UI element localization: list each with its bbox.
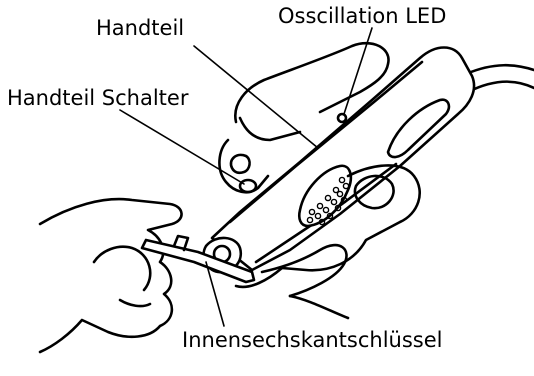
label-handteil-schalter: Handteil Schalter	[7, 88, 188, 109]
label-handteil: Handteil	[96, 18, 184, 39]
cable	[468, 82, 534, 92]
left-hand-thumb	[94, 247, 150, 290]
handpiece-body	[212, 48, 474, 271]
oscillation-led-dot	[338, 114, 346, 122]
leader-line-schalter	[120, 110, 244, 184]
label-oscillation-led: Osscillation LED	[278, 6, 446, 27]
leader-line-led	[344, 28, 372, 114]
cable-inner	[466, 65, 534, 74]
right-hand-finger-3	[290, 296, 348, 318]
left-hand	[40, 199, 182, 352]
upper-hand-fingernail	[231, 155, 250, 173]
label-innensechskantschluessel: Innensechskantschlüssel	[182, 330, 442, 351]
left-hand-finger-crease	[120, 300, 150, 306]
leader-line-handteil	[194, 46, 318, 148]
upper-hand-knuckle	[240, 118, 300, 140]
